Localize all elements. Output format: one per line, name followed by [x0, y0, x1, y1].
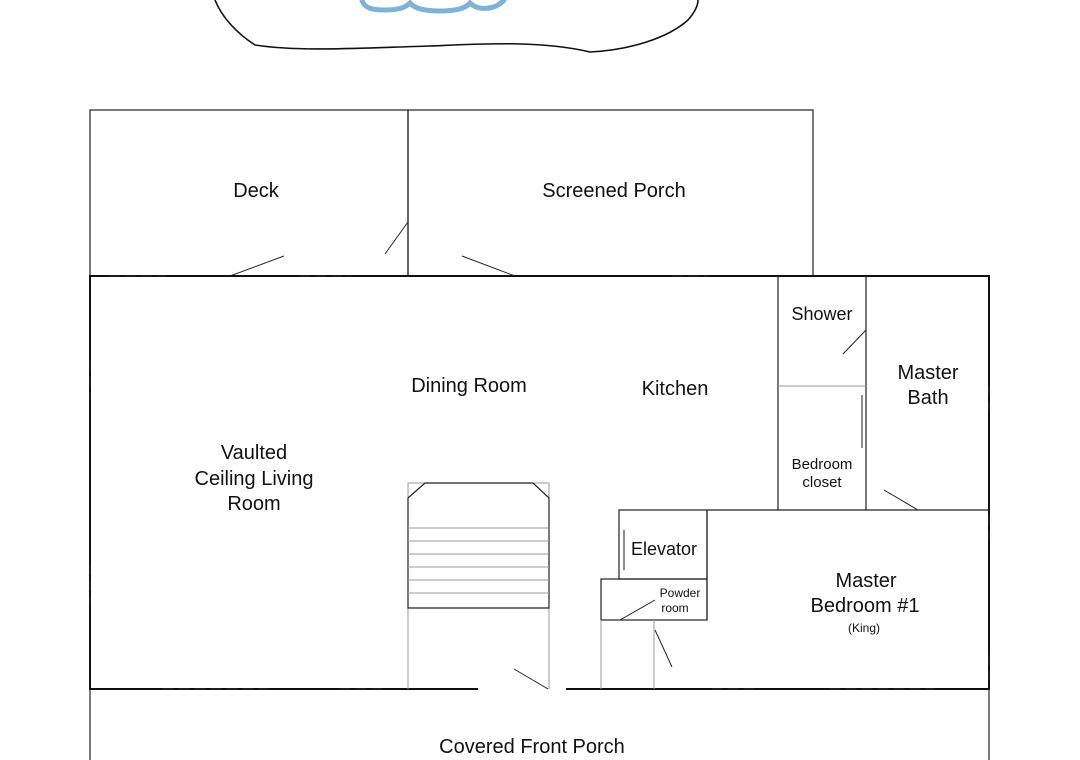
master-bath-label-2: Bath — [907, 387, 948, 409]
windows — [89, 275, 990, 690]
screened-porch-label: Screened Porch — [542, 180, 685, 202]
master-bedroom-note: (King) — [848, 621, 880, 635]
bedroom-closet-label-1: Bedroom — [792, 456, 853, 473]
elevator-label: Elevator — [631, 539, 697, 559]
bedroom-door-swing — [654, 629, 673, 668]
master-bedroom-label-1: Master — [835, 570, 896, 592]
front-porch-label: Covered Front Porch — [439, 736, 625, 758]
bath-door-swing — [883, 489, 919, 511]
living-room-label-2: Ceiling Living — [195, 468, 314, 490]
dining-room-label: Dining Room — [411, 375, 527, 397]
living-room-label-1: Vaulted — [221, 442, 287, 464]
shower-label: Shower — [791, 304, 852, 324]
kitchen-label: Kitchen — [642, 378, 709, 400]
shower-door-swing — [842, 329, 867, 355]
deck-slider-swing — [229, 255, 285, 277]
staircase — [407, 482, 550, 689]
master-bedroom-label-2: Bedroom #1 — [811, 595, 920, 617]
yard-outline — [214, 0, 699, 53]
deck-label: Deck — [233, 180, 280, 202]
living-room-label-3: Room — [227, 493, 280, 515]
front-door-swing — [513, 668, 549, 690]
powder-room-label-1: Powder — [660, 586, 701, 600]
bedroom-closet-label-2: closet — [802, 474, 842, 491]
powder-room-label-2: room — [661, 601, 688, 615]
powder-door-swing — [619, 599, 656, 621]
master-bath-label-1: Master — [897, 362, 958, 384]
deck-door-swing — [384, 221, 409, 255]
porch-door-swing — [461, 255, 516, 277]
hot-tub-icon — [359, 0, 507, 14]
